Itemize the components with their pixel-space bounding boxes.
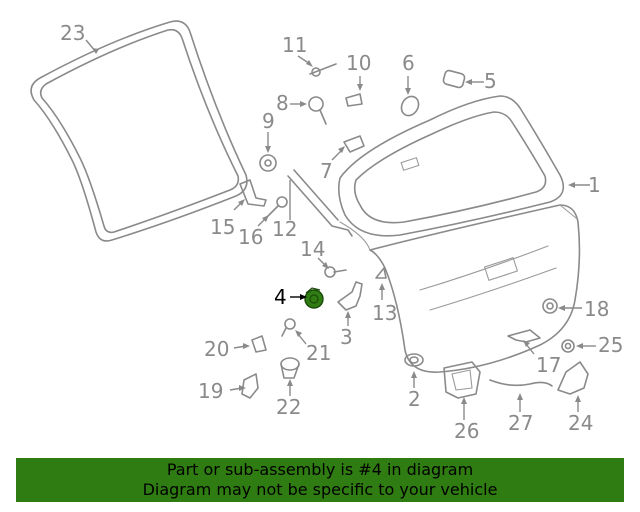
part-1-liftgate — [338, 95, 581, 373]
callout-13: 13 — [372, 301, 397, 325]
callout-23: 23 — [60, 21, 85, 45]
callout-10: 10 — [346, 51, 371, 75]
part-3-bracket — [337, 281, 363, 311]
part-9-nut — [259, 154, 277, 172]
part-18-nut — [542, 298, 558, 314]
part-26-latch — [443, 361, 481, 399]
callout-17: 17 — [536, 353, 561, 377]
callout-4: 4 — [274, 285, 287, 309]
callout-16: 16 — [238, 225, 263, 249]
part-22-cylinder — [280, 357, 300, 379]
part-11-screw — [309, 63, 337, 77]
part-17-clip — [507, 329, 541, 343]
callout-6: 6 — [402, 51, 415, 75]
callout-labels: 23 11 10 6 5 8 9 7 1 15 16 12 14 13 4 3 … — [60, 21, 623, 443]
part-23-weatherstrip — [30, 20, 248, 242]
banner-line-1: Part or sub-assembly is #4 in diagram — [166, 460, 474, 479]
part-notice-banner: Part or sub-assembly is #4 in diagram Di… — [16, 458, 624, 502]
part-10-clip — [345, 93, 363, 107]
callout-9: 9 — [262, 109, 275, 133]
part-19-clip — [241, 373, 259, 399]
part-21-screw — [281, 318, 296, 337]
part-8-bolt — [308, 96, 327, 125]
part-14-bolt — [324, 266, 347, 278]
callout-20: 20 — [204, 337, 229, 361]
callout-2: 2 — [408, 387, 421, 411]
callout-8: 8 — [276, 91, 289, 115]
part-25-nut — [561, 339, 575, 353]
callout-7: 7 — [320, 159, 333, 183]
callout-5: 5 — [484, 69, 497, 93]
part-24-trim — [557, 361, 589, 395]
part-20-clip — [251, 335, 267, 353]
part-12-strut — [287, 169, 353, 237]
part-16-screw — [267, 196, 288, 217]
callout-14: 14 — [300, 237, 325, 261]
callout-3: 3 — [340, 325, 353, 349]
leader-lines — [85, 39, 596, 420]
part-15-hinge — [239, 179, 267, 207]
callout-24: 24 — [568, 411, 593, 435]
callout-1: 1 — [588, 173, 601, 197]
part-6-plug — [400, 95, 420, 117]
callout-18: 18 — [584, 297, 609, 321]
callout-27: 27 — [508, 411, 533, 435]
callout-26: 26 — [454, 419, 479, 443]
banner-line-2: Diagram may not be specific to your vehi… — [142, 480, 498, 499]
callout-25: 25 — [598, 333, 623, 357]
part-7-clip — [343, 135, 365, 153]
callout-15: 15 — [210, 215, 235, 239]
part-5-cap — [442, 69, 466, 89]
part-4-nut — [304, 287, 324, 309]
callout-11: 11 — [282, 33, 307, 57]
part-27-cable — [489, 379, 553, 387]
parts-diagram: 23 11 10 6 5 8 9 7 1 15 16 12 14 13 4 3 … — [30, 20, 623, 443]
part-13-bracket — [375, 267, 387, 279]
callout-22: 22 — [276, 395, 301, 419]
callout-19: 19 — [198, 379, 223, 403]
part-2-grommet — [404, 353, 424, 367]
callout-21: 21 — [306, 341, 331, 365]
callout-12: 12 — [272, 217, 297, 241]
